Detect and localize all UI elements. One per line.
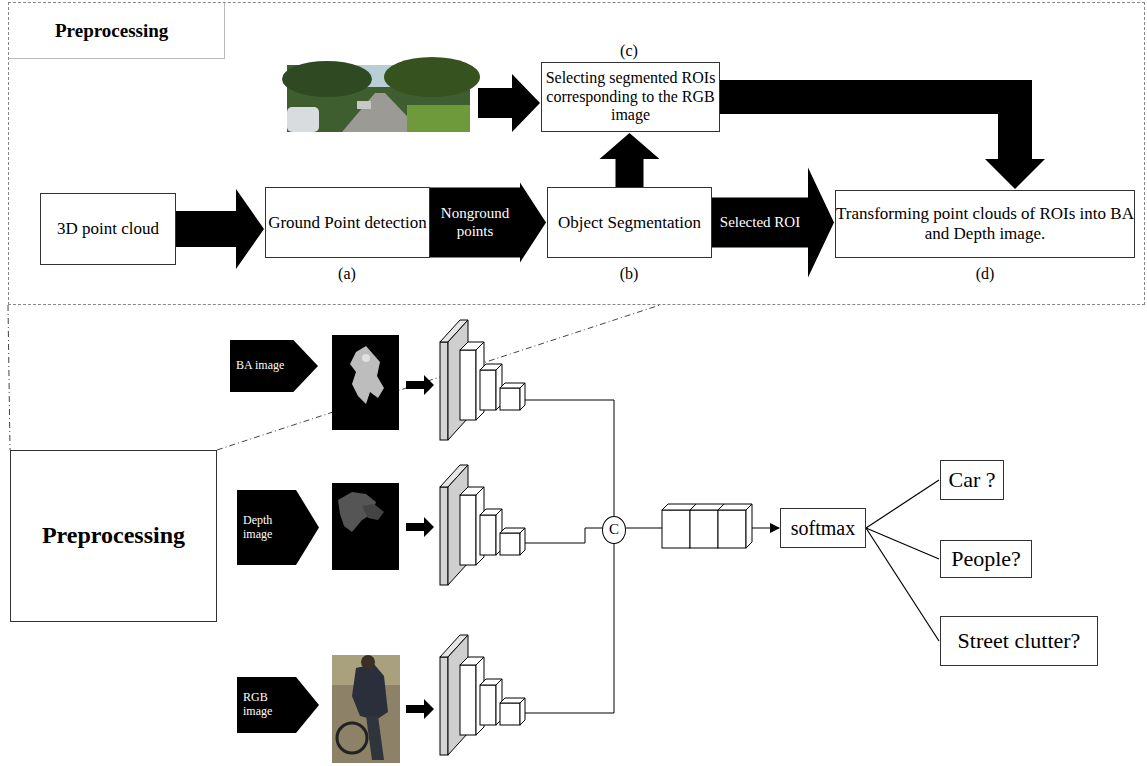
thick-arrow: [720, 80, 1045, 189]
connector-line: [866, 528, 939, 559]
street-photo: [384, 57, 480, 97]
node-text: softmax: [791, 517, 855, 540]
feature-block: [690, 510, 718, 548]
ba-thumbnail: [362, 354, 370, 362]
street-photo: [282, 57, 480, 132]
class-box: Car ?: [940, 460, 1004, 500]
process-box: Transforming point clouds of ROIs into B…: [835, 190, 1135, 258]
street-photo: [407, 105, 470, 132]
photo-arrow: [478, 74, 540, 132]
node-text: People?: [951, 546, 1021, 571]
concat-wires: [525, 540, 614, 713]
step-label: (d): [976, 265, 995, 283]
thick-arrow: [712, 168, 834, 278]
input-arrow: RGB image: [237, 677, 319, 733]
small-arrow: [406, 517, 434, 537]
class-box: People?: [940, 540, 1032, 578]
zoom-lines: [217, 305, 660, 450]
feature-block: [662, 510, 690, 548]
cnn-stack: [440, 320, 525, 440]
feature-block: [662, 504, 752, 548]
arrow-shape: [230, 340, 318, 392]
panel-heading: Preprocessing: [9, 3, 225, 59]
arrow-shape: [237, 677, 319, 733]
node-text: Object Segmentation: [558, 213, 701, 233]
preprocessing-panel: Preprocessing 3D point cloud Ground Point …: [8, 2, 1145, 305]
connector-line: [866, 480, 939, 528]
node-text: 3D point cloud: [57, 219, 159, 239]
node-text: Selecting segmented ROIs corresponding t…: [542, 69, 719, 124]
rgb-thumbnail: [332, 655, 400, 763]
process-box: Object Segmentation: [547, 187, 712, 258]
node-text: Depth image: [243, 514, 297, 542]
rgb-thumbnail: [352, 664, 388, 720]
ba-thumbnail: [350, 346, 384, 404]
class-box: Street clutter?: [940, 616, 1098, 666]
feature-block: [746, 504, 752, 548]
node-text: Preprocessing: [42, 522, 185, 550]
edge-label: Selected ROI: [714, 214, 806, 231]
rgb-thumbnail: [337, 723, 367, 753]
node-text: Ground Point detection: [268, 213, 427, 233]
ba-thumbnail: [332, 335, 399, 430]
concat-wires: [525, 528, 602, 543]
rgb-thumbnail: [361, 655, 375, 669]
depth-thumbnail: [332, 483, 399, 570]
node-text: Transforming point clouds of ROIs into B…: [836, 204, 1134, 243]
concat-circle: C: [602, 516, 626, 544]
rgb-thumbnail: [366, 716, 384, 760]
thick-arrow: [430, 183, 546, 263]
process-box: Selecting segmented ROIs corresponding t…: [541, 62, 720, 132]
step-label: (a): [338, 265, 356, 283]
step-label: (b): [620, 265, 639, 283]
edge-label: Nonground points: [432, 205, 518, 240]
depth-thumbnail: [362, 504, 384, 520]
node-text: C: [609, 521, 619, 538]
rgb-thumbnail: [332, 655, 400, 763]
zoom-lines: [8, 305, 10, 450]
street-photo: [357, 101, 371, 109]
ba-thumbnail: [332, 335, 399, 430]
cnn-stack: [440, 465, 525, 585]
node-text: Street clutter?: [958, 628, 1081, 653]
concat-wires: [525, 400, 614, 516]
small-arrow: [406, 375, 434, 395]
concat-wires: [525, 400, 614, 713]
depth-thumbnail: [332, 483, 399, 570]
thick-arrow: [600, 133, 660, 187]
process-box: 3D point cloud: [40, 193, 176, 265]
node-text: RGB image: [243, 691, 297, 719]
step-label: (c): [620, 42, 638, 60]
input-arrow: BA image: [230, 340, 318, 392]
preprocessing-box: Preprocessing: [10, 450, 217, 622]
thick-arrow: [176, 189, 264, 269]
arrow-shape: [237, 490, 319, 565]
small-arrow: [406, 699, 434, 719]
street-photo: [282, 61, 372, 97]
softmax-box: softmax: [780, 508, 866, 548]
node-text: BA image: [236, 359, 284, 373]
node-text: Car ?: [948, 467, 995, 492]
connector-line: [866, 528, 939, 641]
zoom-lines: [8, 305, 660, 450]
input-arrow: Depth image: [237, 490, 319, 565]
cnn-stack: [440, 635, 525, 755]
process-box: Ground Point detection: [265, 187, 430, 258]
feature-block: [718, 510, 746, 548]
street-photo: [287, 107, 319, 132]
